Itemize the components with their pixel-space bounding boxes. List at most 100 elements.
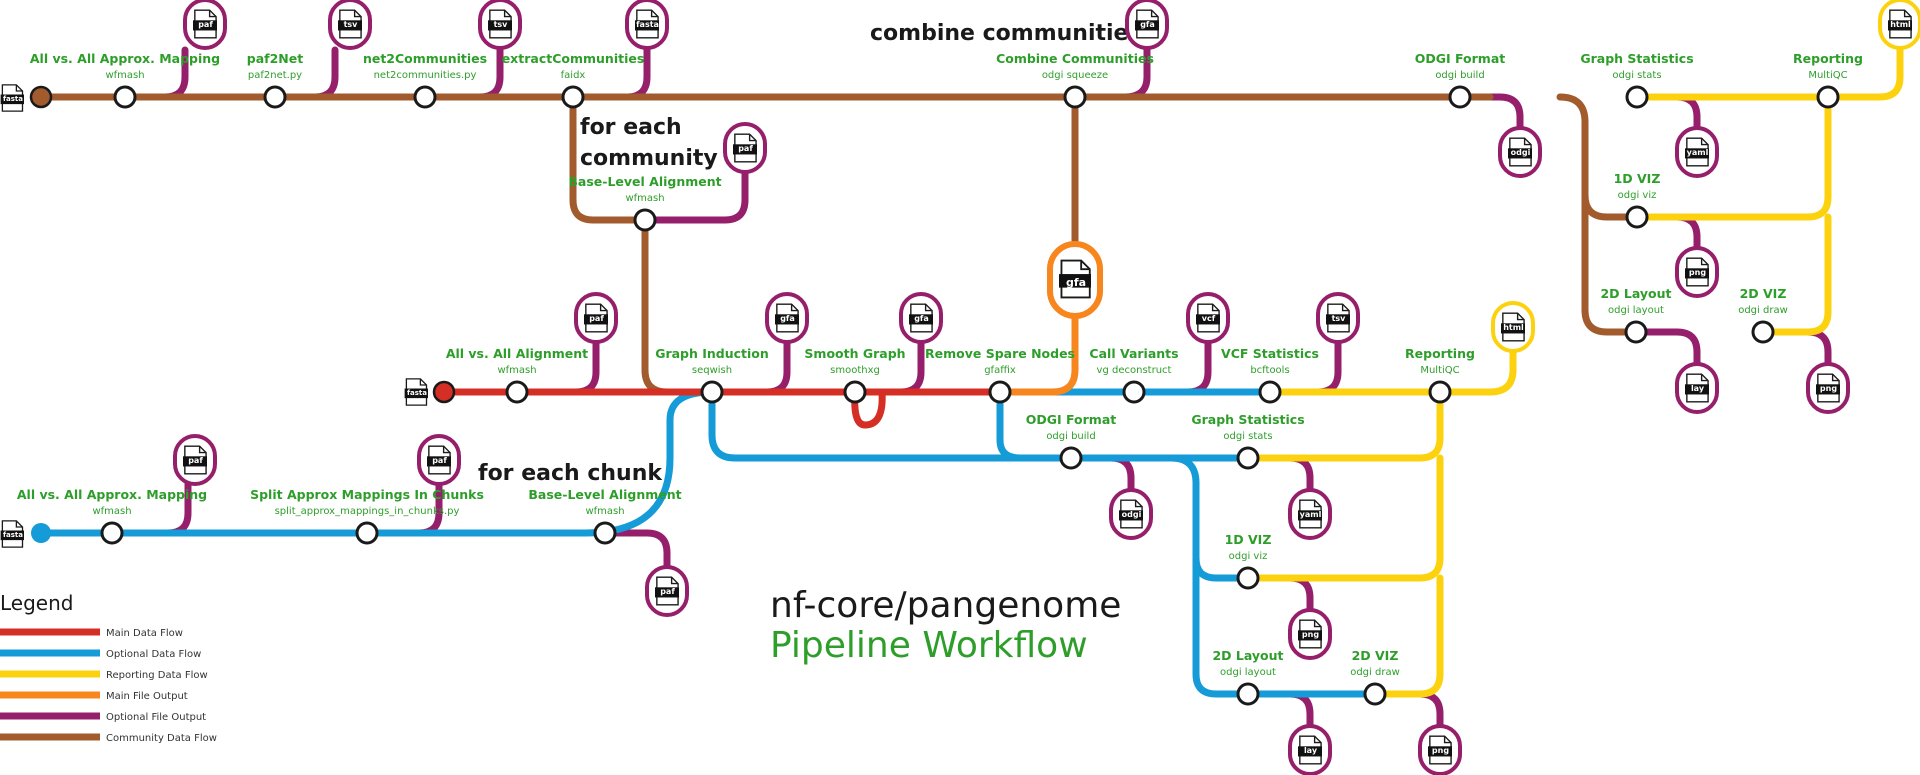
station-dot [113, 85, 137, 109]
file-icon-c-lay[interactable]: lay [1675, 362, 1719, 414]
step-tool: odgi build [1046, 431, 1095, 442]
svg-text:paf: paf [738, 144, 753, 153]
file-icons: paf tsv tsv fasta paf gfa html odgi yaml png lay pn… [173, 0, 1920, 775]
optional-induction-to-odgi [708, 388, 1075, 462]
step-name: net2Communities [363, 51, 487, 66]
file-icon-m-gfa-main[interactable]: gfa [1059, 259, 1092, 299]
station-dot [1625, 205, 1649, 229]
svg-text:html: html [1890, 20, 1911, 29]
legend-item-main-data-flow: Main Data Flow [0, 628, 183, 639]
section-label-for-each-community-1: for each [580, 115, 682, 140]
file-icon-m-html[interactable]: html [1491, 301, 1535, 353]
legend-item-community-data-flow: Community Data Flow [0, 733, 217, 744]
main-file-output: gfa [996, 241, 1103, 396]
station-dot [413, 85, 437, 109]
station-dot [1063, 85, 1087, 109]
file-icon-c-html[interactable]: html [1878, 0, 1920, 50]
step-tool: paf2net.py [248, 70, 302, 81]
file-icon-o-yaml[interactable]: yaml [1288, 488, 1332, 540]
svg-text:paf: paf [188, 456, 203, 465]
file-icon-c-gfa[interactable]: gfa [1125, 0, 1169, 50]
file-icon-k-paf3[interactable]: paf [645, 565, 689, 617]
svg-text:paf: paf [432, 456, 447, 465]
step-name: All vs. All Alignment [446, 346, 588, 361]
reporting-m-to-html [1266, 346, 1517, 396]
station-c-net2com[interactable]: net2Communities net2communities.py [363, 51, 487, 109]
input-fasta-chunk[interactable]: fasta [0, 520, 51, 548]
reporting-c-1d [1633, 93, 1832, 221]
input-fasta-main[interactable]: fasta [404, 378, 456, 406]
svg-text:png: png [1689, 268, 1706, 277]
legend-label: Reporting Data Flow [106, 670, 208, 681]
file-icon-o-png2[interactable]: png [1418, 724, 1462, 775]
step-name: 1D VIZ [1225, 532, 1272, 547]
svg-text:gfa: gfa [1140, 20, 1155, 29]
file-icon-m-tsv[interactable]: tsv [1316, 292, 1360, 344]
step-tool: MultiQC [1420, 365, 1459, 376]
chunk-start-dot [31, 523, 51, 543]
svg-text:png: png [1820, 384, 1837, 393]
branch-c-odgi [1456, 93, 1524, 134]
file-icon-c-yaml[interactable]: yaml [1675, 126, 1719, 178]
file-icon-c-tsv2[interactable]: tsv [478, 0, 522, 50]
file-icon-c-paf1[interactable]: paf [183, 0, 227, 50]
section-label-for-each-community-2: community [580, 146, 718, 171]
file-icon-m-vcf[interactable]: vcf [1186, 292, 1230, 344]
file-icon-c-png1[interactable]: png [1675, 246, 1719, 298]
file-icon-m-gfa1[interactable]: gfa [765, 292, 809, 344]
file-icon-m-gfa2[interactable]: gfa [899, 292, 943, 344]
station-dot [1236, 682, 1260, 706]
file-icon-o-png1[interactable]: png [1288, 608, 1332, 660]
file-icon-c-paf2[interactable]: paf [723, 122, 767, 174]
station-k-split[interactable]: Split Approx Mappings In Chunkssplit_app… [250, 487, 484, 545]
step-tool: wfmash [92, 506, 131, 517]
file-icon-k-paf2[interactable]: paf [417, 434, 461, 486]
svg-text:gfa: gfa [780, 314, 795, 323]
step-name: Remove Spare Nodes [925, 346, 1075, 361]
file-icon-c-tsv1[interactable]: tsv [328, 0, 372, 50]
file-icon-c-png2[interactable]: png [1806, 362, 1850, 414]
step-tool: odgi draw [1350, 667, 1400, 678]
station-dot [100, 521, 124, 545]
file-icon-o-odgi[interactable]: odgi [1109, 488, 1153, 540]
step-name: Combine Communities [996, 51, 1154, 66]
file-icon-o-lay[interactable]: lay [1288, 724, 1332, 775]
file-icon-m-paf[interactable]: paf [574, 292, 618, 344]
file-icon-c-odgi[interactable]: odgi [1498, 126, 1542, 178]
community-to-2d-layout [1581, 191, 1640, 336]
file-icon-c-fasta[interactable]: fasta [625, 0, 669, 50]
svg-text:tsv: tsv [494, 20, 509, 29]
file-icon-k-paf1[interactable]: paf [173, 434, 217, 486]
step-tool: net2communities.py [374, 70, 477, 81]
step-tool: bcftools [1250, 365, 1289, 376]
svg-text:paf: paf [660, 587, 675, 596]
step-tool: wfmash [497, 365, 536, 376]
station-m-align[interactable]: All vs. All Alignment wfmash [446, 346, 588, 404]
input-fasta-community[interactable]: fasta [0, 84, 53, 112]
